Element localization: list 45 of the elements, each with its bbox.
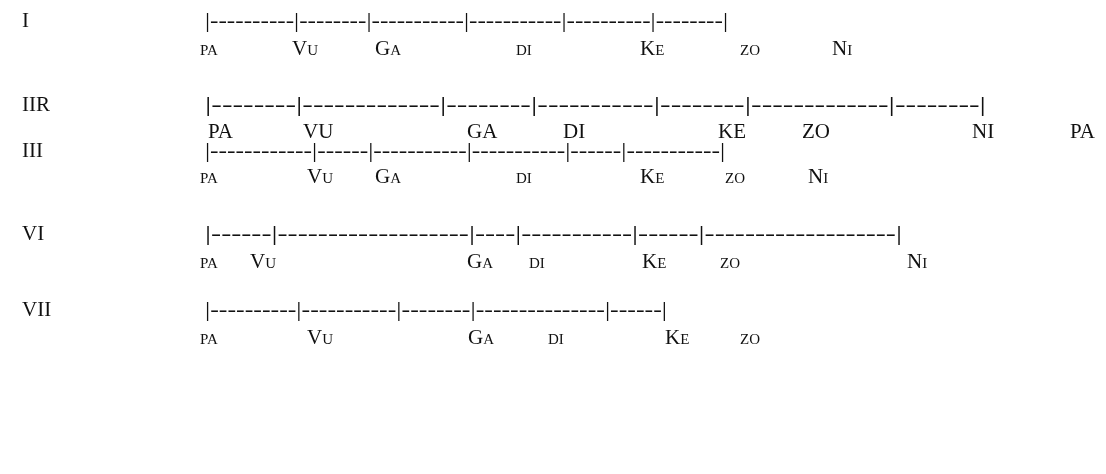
note-label: pa (200, 251, 218, 272)
note-label: GA (467, 121, 498, 142)
note-label: Vu (307, 166, 333, 187)
note-label: Vu (250, 251, 276, 272)
note-label: di (548, 327, 564, 348)
note-label: Vu (292, 38, 318, 59)
note-label: Ke (665, 327, 690, 348)
note-label: PA (208, 121, 233, 142)
note-label: zo (740, 38, 760, 59)
row-label: IIR (22, 94, 50, 115)
note-label: pa (200, 38, 218, 59)
note-label: Ke (640, 38, 665, 59)
note-label: Ke (640, 166, 665, 187)
note-label: Vu (307, 327, 333, 348)
note-label: pa (200, 327, 218, 348)
note-label: Ga (468, 327, 494, 348)
note-label: zo (740, 327, 760, 348)
interval-scale: |------|-------------------|----|-----------|------|-------------------| (205, 223, 902, 244)
note-label: zo (720, 251, 740, 272)
row-label: VII (22, 299, 52, 320)
note-label: KE (718, 121, 746, 142)
note-label: Ke (642, 251, 667, 272)
note-label: DI (563, 121, 586, 142)
note-label: Ni (907, 251, 928, 272)
note-label: zo (725, 166, 745, 187)
note-label: PA (1070, 121, 1095, 142)
note-label: VU (303, 121, 334, 142)
row-label: III (22, 140, 43, 161)
interval-scale: |----------|--------|-----------|-----------|----------|--------| (205, 10, 728, 31)
note-label: di (516, 38, 532, 59)
note-label: Ni (832, 38, 853, 59)
row-label: I (22, 10, 29, 31)
note-label: Ga (375, 38, 401, 59)
interval-scale: |----------|-----------|--------|---------------|------| (205, 299, 667, 320)
row-label: VI (22, 223, 45, 244)
note-label: di (516, 166, 532, 187)
note-label: Ga (375, 166, 401, 187)
interval-scale: |--------|-------------|--------|-----------|--------|-------------|--------| (205, 94, 986, 115)
note-label: NI (972, 121, 995, 142)
note-label: ZO (802, 121, 830, 142)
note-label: Ga (467, 251, 493, 272)
interval-scale: |------------|------|-----------|-----------|------|-----------| (205, 140, 725, 161)
note-label: Ni (808, 166, 829, 187)
note-label: pa (200, 166, 218, 187)
note-label: di (529, 251, 545, 272)
